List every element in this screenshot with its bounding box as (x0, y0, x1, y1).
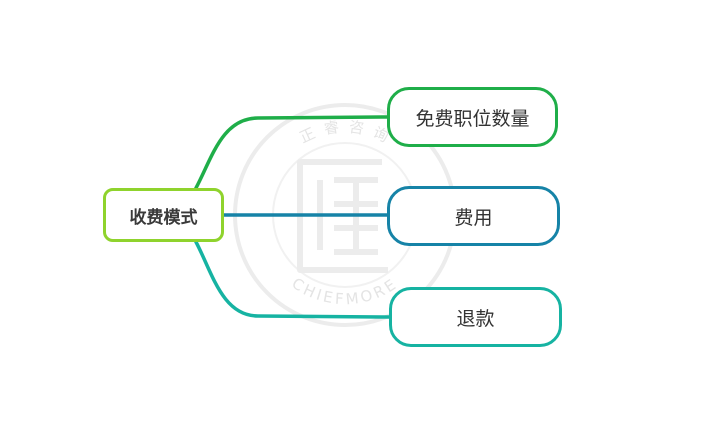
branch-node-free-positions[interactable]: 免费职位数量 (387, 87, 558, 147)
connector-branch-1 (194, 115, 389, 190)
root-node[interactable]: 收费模式 (103, 188, 224, 242)
branch-node-label: 退款 (456, 307, 495, 330)
root-node-label: 收费模式 (129, 207, 198, 228)
branch-node-label: 费用 (454, 206, 493, 229)
connector-branch-3 (194, 240, 391, 319)
branch-node-refund[interactable]: 退款 (389, 287, 562, 347)
branch-node-fees[interactable]: 费用 (387, 186, 560, 246)
branch-node-label: 免费职位数量 (415, 107, 530, 130)
